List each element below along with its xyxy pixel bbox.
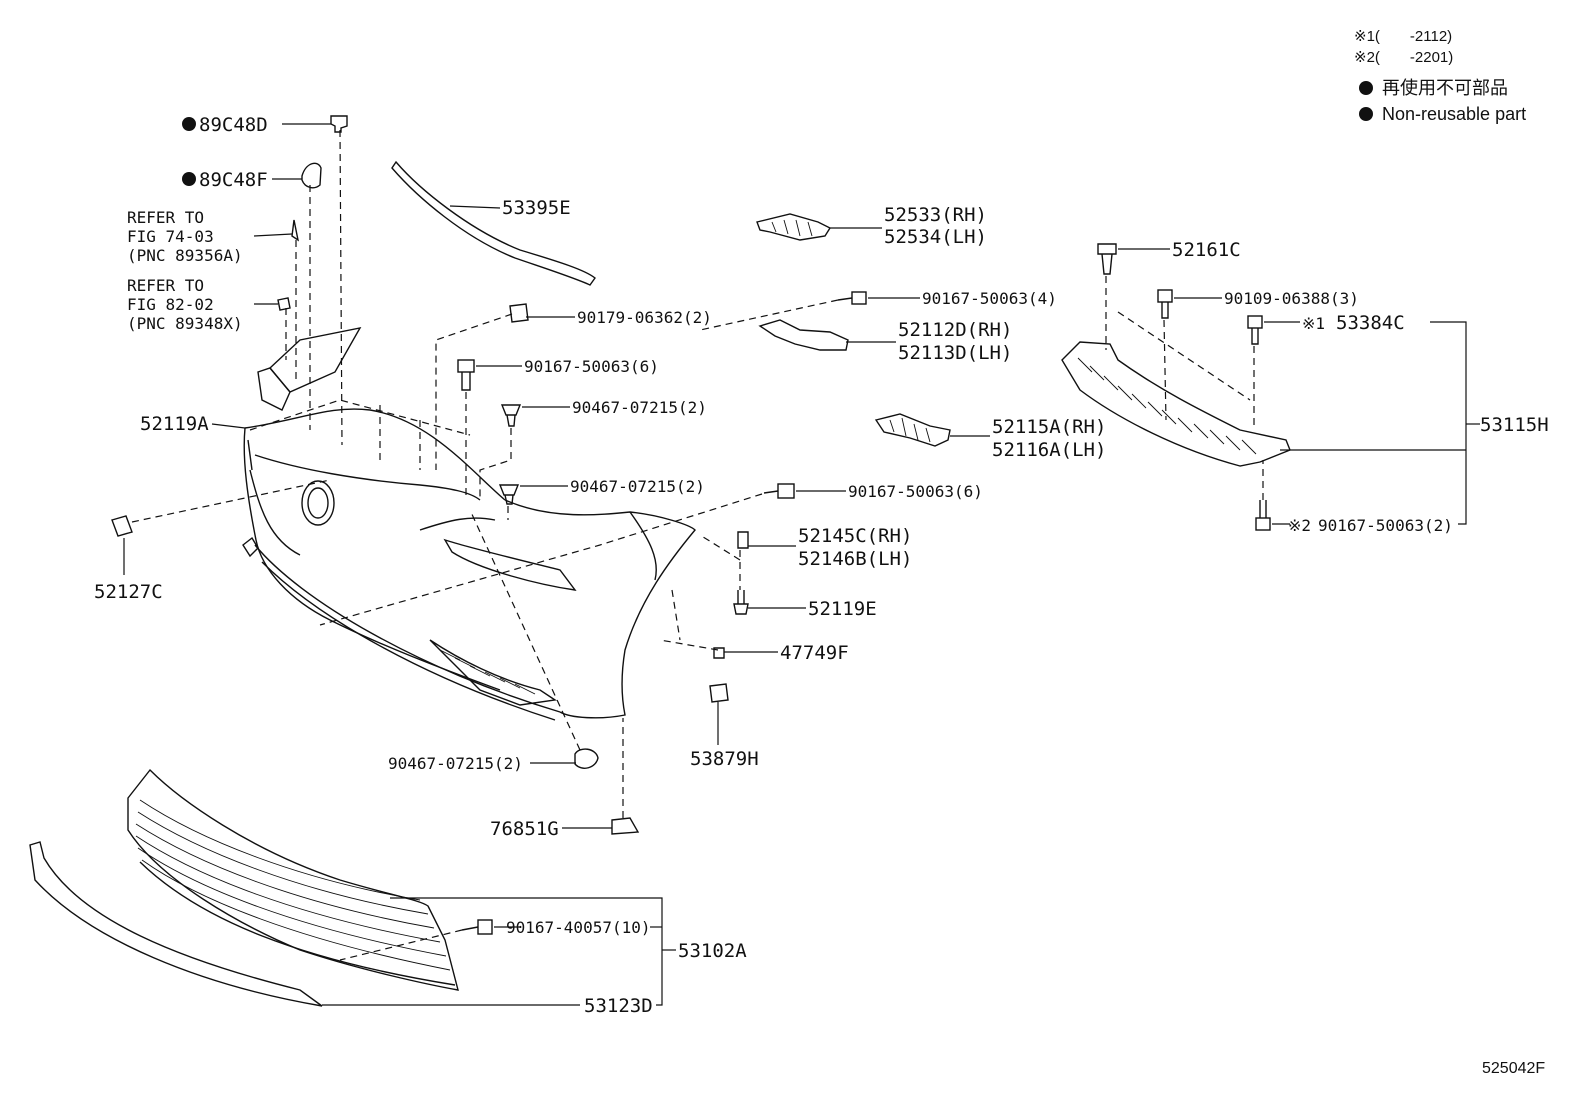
label-52146b: 52146B(LH) [798,548,912,570]
strip-53395e [391,160,596,286]
clip-90467-b [498,484,520,505]
label-52119a: 52119A [140,413,209,435]
refer-1-line3: (PNC 89356A) [127,246,243,265]
clip-90467-c [574,748,599,769]
part-labels: 89C48D 89C48F REFER TO FIG 74-03 (PNC 89… [94,114,1549,1077]
label-90467-b: 90467-07215(2) [570,477,705,496]
label-90167-2-mark: ※2 [1288,516,1311,535]
label-52112d: 52112D(RH) [898,319,1012,341]
label-90167-6b: 90167-50063(6) [848,482,983,501]
clip-52145c [737,531,749,549]
label-47749f: 47749F [780,642,849,664]
label-53879h: 53879H [690,748,759,770]
label-89c48d: 89C48D [199,114,268,136]
label-90167-4: 90167-50063(4) [922,289,1057,308]
refer-2-line3: (PNC 89348X) [127,314,243,333]
clip-89c48d [330,115,348,133]
refer-1-line2: FIG 74-03 [127,227,214,246]
refer-1-line1: REFER TO [127,208,204,227]
bracket-52533 [756,213,832,241]
non-reusable-bullet-icon [1359,107,1373,121]
label-90467-c: 90467-07215(2) [388,754,523,773]
non-reusable-bullet-icon [182,117,196,131]
label-89c48f: 89C48F [199,169,268,191]
bolt-90167-4 [837,291,867,305]
refer-2-line1: REFER TO [127,276,204,295]
screw-52119e [733,590,749,615]
label-52145c: 52145C(RH) [798,525,912,547]
label-90109: 90109-06388(3) [1224,289,1359,308]
clip-89348x [277,297,291,311]
clip-89c48f [301,162,322,189]
label-52116a: 52116A(LH) [992,439,1106,461]
clip-90467-a [500,404,522,427]
grommet-89356a [291,219,300,242]
bracket-52115a [874,413,951,447]
legend-jp: 再使用不可部品 [1382,78,1508,98]
label-52119e: 52119E [808,598,877,620]
spoiler-53123d [29,841,323,1007]
label-90467-a: 90467-07215(2) [572,398,707,417]
label-90167-6a: 90167-50063(6) [524,357,659,376]
cap-52127c [111,515,133,537]
non-reusable-bullet-icon [1359,81,1373,95]
label-52534: 52534(LH) [884,226,987,248]
grille-53102a [127,768,459,991]
label-90167-2: 90167-50063(2) [1318,516,1453,535]
label-53123d: 53123D [584,995,653,1017]
bolt-90109 [1157,289,1173,319]
leader-lines [123,123,1480,1006]
note-2: ※2( -2201) [1354,49,1453,66]
legend-en: Non-reusable part [1382,104,1526,124]
assembly-lines [131,129,1264,961]
label-52127c: 52127C [94,581,163,603]
non-reusable-bullet-icon [182,172,196,186]
label-53102a: 53102A [678,940,747,962]
retainer-76851g [611,817,640,835]
label-76851g: 76851G [490,818,559,840]
label-52115a: 52115A(RH) [992,416,1106,438]
label-53115h: 53115H [1480,414,1549,436]
label-53384c: 53384C [1336,312,1405,334]
nut-90179 [509,303,529,323]
bolt-90167-6a [457,359,475,391]
figure-id: 525042F [1482,1060,1545,1077]
legend-block: ※1( -2112) ※2( -2201) 再使用不可部品 Non-reusab… [1354,28,1526,124]
label-53395e: 53395E [502,197,571,219]
bolt-90167-40057 [461,919,493,935]
bracket-52112d [758,319,849,351]
screw-90167-2 [1255,500,1271,531]
label-52161c: 52161C [1172,239,1241,261]
bolt-90167-6b [763,483,795,499]
clip-52161c [1097,243,1117,275]
bumper-cover-drawing [242,327,696,721]
label-90167-40057: 90167-40057(10) [506,918,651,937]
note-1: ※1( -2112) [1354,28,1452,45]
label-53384c-mark: ※1 [1302,314,1325,333]
nut-47749f [713,647,725,659]
label-52113d: 52113D(LH) [898,342,1012,364]
bolt-53384c [1247,315,1263,345]
label-90179: 90179-06362(2) [577,308,712,327]
retainer-53879h [709,683,729,703]
label-52533: 52533(RH) [884,204,987,226]
refer-2-line2: FIG 82-02 [127,295,214,314]
